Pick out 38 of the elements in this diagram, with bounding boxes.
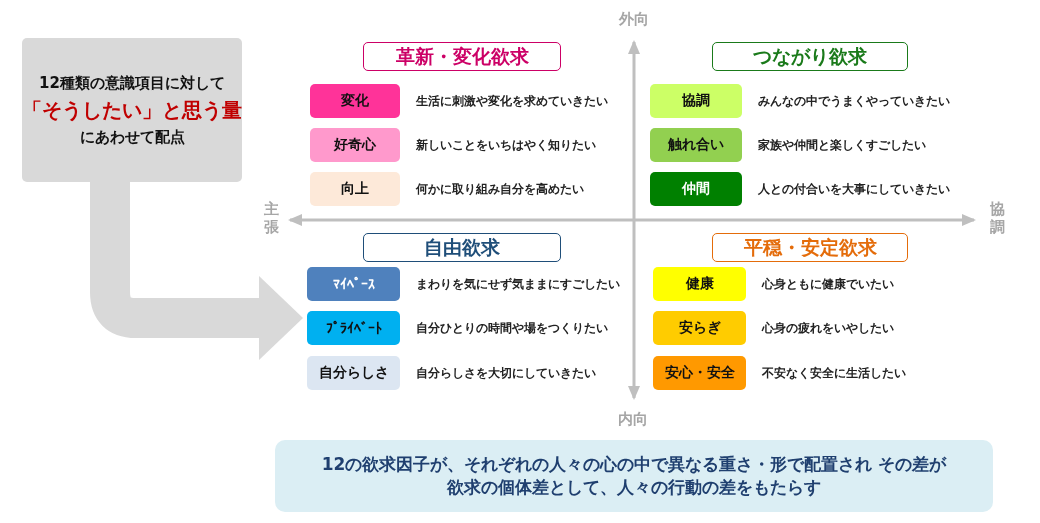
axis-label: 主張: [264, 200, 280, 236]
panel-text: にあわせて配点: [79, 127, 185, 147]
factor-tag: 好奇心: [310, 128, 400, 162]
description-text: 何かに取り組み自分を高めたい: [416, 181, 584, 198]
description-text: 自分ひとりの時間や場をつくりたい: [416, 320, 608, 337]
factor-tag: 安らぎ: [653, 311, 746, 345]
description-text: 不安なく安全に生活したい: [762, 365, 906, 382]
factor-tag: 向上: [310, 172, 400, 206]
description-text: みんなの中でうまくやっていきたい: [758, 93, 950, 110]
panel-text: 「そうしたい」と思う量: [22, 96, 242, 124]
panel-text: 12種類の意識項目に対して: [39, 73, 225, 93]
factor-tag: 自分らしさ: [307, 356, 400, 390]
axis-label: 外向: [619, 10, 649, 29]
factor-tag: 変化: [310, 84, 400, 118]
factor-tag: 健康: [653, 267, 746, 301]
info-panel: [22, 38, 242, 182]
description-text: 家族や仲間と楽しくすごしたい: [758, 137, 926, 154]
factor-tag: 触れ合い: [650, 128, 742, 162]
axis-label: 協調: [990, 200, 1006, 236]
description-text: 心身ともに健康でいたい: [762, 276, 894, 293]
category-header: つながり欲求: [712, 42, 908, 71]
description-text: 自分らしさを大切にしていきたい: [416, 365, 596, 382]
category-header: 自由欲求: [363, 233, 561, 262]
factor-tag: 協調: [650, 84, 742, 118]
axis-label: 内向: [618, 410, 648, 429]
factor-tag: ﾏｲﾍﾟｰｽ: [307, 267, 400, 301]
description-text: 人との付合いを大事にしていきたい: [758, 181, 950, 198]
description-text: 心身の疲れをいやしたい: [762, 320, 894, 337]
summary-panel: 12の欲求因子が、それぞれの人々の心の中で異なる重さ・形で配置され その差が欲求の個体差として、人々の行動の差をもたらす: [275, 440, 993, 512]
factor-tag: ﾌﾟﾗｲﾍﾞｰﾄ: [307, 311, 400, 345]
description-text: まわりを気にせず気ままにすごしたい: [416, 276, 620, 293]
category-header: 平穏・安定欲求: [712, 233, 908, 262]
category-header: 革新・変化欲求: [363, 42, 561, 71]
factor-tag: 仲間: [650, 172, 742, 206]
description-text: 新しいことをいちはやく知りたい: [416, 137, 596, 154]
bent-arrow: [90, 182, 303, 360]
factor-tag: 安心・安全: [653, 356, 746, 390]
description-text: 生活に刺激や変化を求めていきたい: [416, 93, 608, 110]
